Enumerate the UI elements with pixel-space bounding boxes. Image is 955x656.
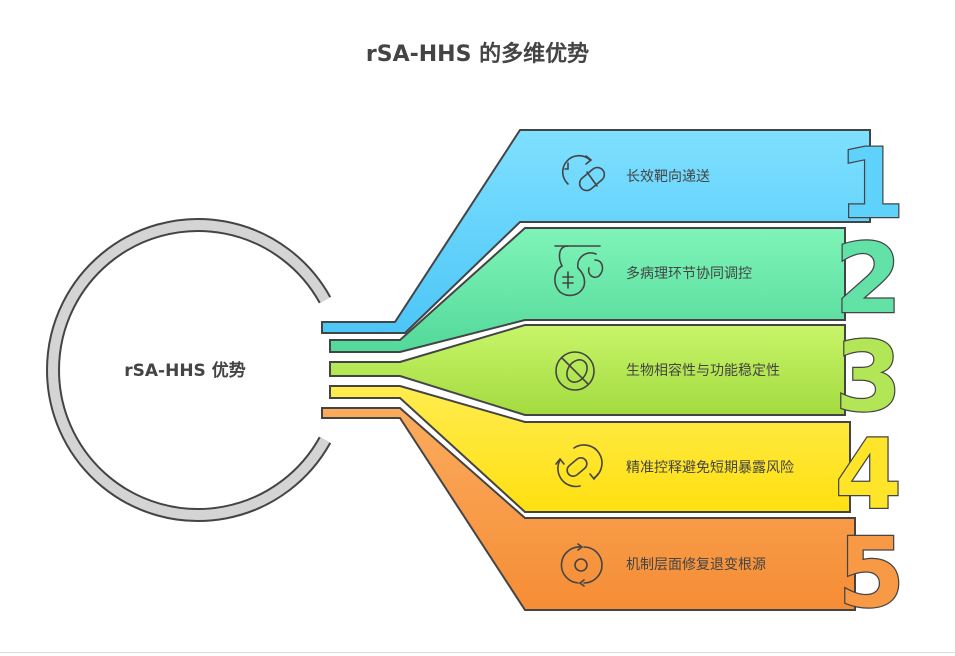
number-4: 4 [835,419,902,531]
number-1: 1 [838,128,905,240]
page-title: rSA-HHS 的多维优势 [365,42,590,67]
number-2: 2 [835,223,902,335]
organ-icon [554,245,604,297]
pill-cycle-icon [555,444,603,488]
item-label-5: 机制层面修复退变根源 [626,556,766,573]
clock-pill-icon [561,154,606,192]
number-3: 3 [835,321,902,433]
ribbon-1 [321,129,871,334]
ribbon-2 [329,227,846,353]
circular-arrows-icon [560,543,603,587]
item-label-1: 长效靶向递送 [626,169,710,185]
item-label-4: 精准控释避免短期暴露风险 [626,460,794,476]
number-5: 5 [838,517,905,629]
item-label-2: 多病理环节协同调控 [626,265,752,282]
no-bacteria-icon [555,351,595,391]
center-label: rSA-HHS 优势 [124,360,245,381]
item-label-3: 生物相容性与功能稳定性 [626,362,780,379]
ribbon-4 [329,385,851,513]
ribbon-5 [321,407,856,611]
divider [0,652,955,653]
